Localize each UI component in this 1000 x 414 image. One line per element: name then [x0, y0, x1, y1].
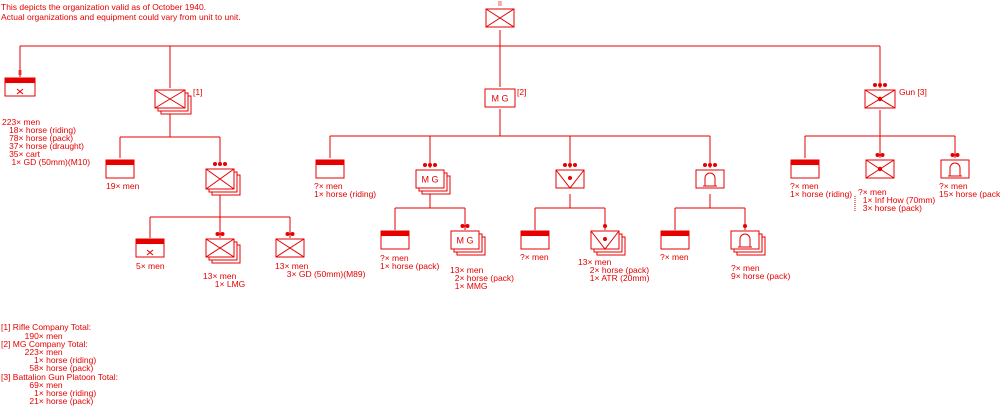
svg-text:I: I — [499, 81, 501, 88]
gun-section-label: ?× men 1× Inf How (70mm) 3× horse (pack) — [858, 187, 936, 213]
rifle-section-label: 5× men — [136, 261, 165, 271]
armor-hq-symbol — [660, 230, 690, 250]
rifle-hq-symbol — [105, 159, 135, 179]
svg-text:II: II — [498, 1, 502, 8]
armor-hq-label: ?× men — [660, 252, 689, 262]
atr-hq-label: ?× men — [520, 252, 549, 262]
connector-lines — [19, 30, 956, 238]
mg-platoon-hq-symbol — [380, 230, 410, 250]
rifle-platoon-symbol — [205, 162, 241, 196]
atr-hq-symbol — [520, 230, 550, 250]
atr-section-label: 13× men 2× horse (pack) 1× ATR (20mm) — [578, 257, 650, 283]
mg-platoon-symbol: M G — [415, 163, 451, 195]
mg-section-label: 13× men 2× horse (pack) 1× MMG — [450, 265, 515, 291]
mg-hq-symbol — [315, 159, 345, 179]
rifle-company-tag: [1] — [193, 87, 203, 97]
rifle-gd-platoon-symbol — [275, 232, 305, 258]
header-note: This depicts the organization valid as o… — [1, 2, 241, 22]
atr-section-symbol — [590, 224, 626, 256]
rifle-lmg-platoon-symbol — [205, 232, 241, 264]
svg-text:II: II — [18, 70, 22, 77]
staff-company-symbol: II — [4, 70, 36, 97]
rifle-section-symbol — [135, 238, 165, 258]
rifle-company-symbol: I — [154, 82, 192, 115]
battalion-hq-symbol: II — [485, 1, 515, 28]
svg-text:M G: M G — [422, 175, 439, 185]
svg-text:M G: M G — [457, 236, 474, 246]
totals-footnote: [1] Rifle Company Total: 190× men[2] MG … — [1, 322, 119, 407]
rifle-hq-label: 19× men — [106, 181, 140, 191]
header-note-line-1: This depicts the organization valid as o… — [1, 2, 207, 12]
gun-platoon-tag: Gun [3] — [899, 87, 927, 97]
gun-hq-symbol — [790, 159, 820, 179]
gun-platoon-symbol — [864, 83, 896, 109]
rifle-platoon-label: 13× men 1× LMG — [203, 271, 246, 289]
atr-platoon-symbol — [555, 163, 585, 189]
header-note-line-2: Actual organizations and equipment could… — [1, 12, 241, 22]
mg-section-symbol: M G — [450, 224, 486, 256]
rifle-gd-label: 13× men 3× GD (50mm)(M89) — [275, 261, 366, 279]
staff-company-label: 223× men 18× horse (riding) 78× horse (p… — [2, 117, 91, 167]
mg-company-tag: [2] — [517, 87, 527, 97]
gun-ammo-symbol — [940, 153, 970, 179]
gun-section-symbol — [865, 153, 895, 179]
armor-section-symbol — [730, 224, 766, 256]
svg-text:I: I — [169, 82, 171, 89]
svg-text:M G: M G — [492, 94, 509, 104]
armor-platoon-symbol — [695, 163, 725, 189]
mg-company-symbol: M G I — [484, 81, 516, 108]
